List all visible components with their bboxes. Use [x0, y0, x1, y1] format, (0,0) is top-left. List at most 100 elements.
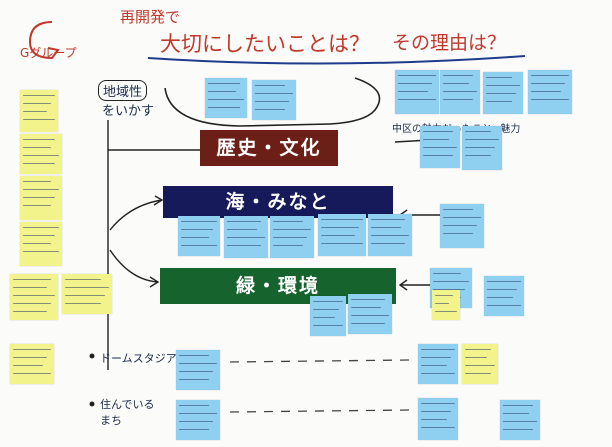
handwriting-stroke — [179, 371, 213, 373]
handwriting-stroke — [465, 131, 491, 133]
handwriting-stroke — [486, 93, 516, 95]
handwriting-stroke — [273, 221, 303, 223]
handwriting-stroke — [13, 279, 51, 281]
handwriting-stroke — [531, 99, 569, 101]
handwriting-stroke — [398, 91, 428, 93]
handwriting-stroke — [181, 221, 217, 223]
handwriting-stroke — [13, 373, 51, 375]
blue-sticky-note — [310, 296, 346, 336]
handwriting-stroke — [321, 243, 363, 245]
blue-sticky-note — [500, 400, 540, 440]
blue-sticky-note — [440, 70, 480, 114]
handwriting-stroke — [255, 109, 285, 111]
handwriting-stroke — [23, 155, 59, 157]
handwriting-stroke — [181, 229, 213, 231]
handwriting-stroke — [443, 75, 473, 77]
handwriting-stroke — [503, 421, 537, 423]
handwriting-stroke — [433, 289, 465, 291]
handwriting-stroke — [321, 235, 355, 237]
handwriting-stroke — [421, 419, 447, 421]
handwriting-stroke — [531, 75, 569, 77]
handwriting-stroke — [443, 91, 477, 93]
handwriting-stroke — [503, 429, 533, 431]
handwriting-stroke — [321, 227, 359, 229]
blue-sticky-note — [418, 344, 458, 384]
handwriting-stroke — [23, 147, 51, 149]
blue-sticky-note — [252, 80, 296, 120]
handwriting-stroke — [486, 101, 512, 103]
handwriting-stroke — [313, 317, 335, 319]
handwriting-stroke — [13, 357, 47, 359]
handwriting-stroke — [227, 245, 261, 247]
handwriting-stroke — [423, 139, 449, 141]
handwriting-stroke — [208, 107, 240, 109]
handwriting-stroke — [398, 83, 432, 85]
handwriting-stroke — [273, 229, 311, 231]
handwriting-stroke — [23, 235, 55, 237]
yellow-sticky-note — [20, 90, 58, 132]
handwriting-stroke — [255, 93, 293, 95]
question-reason: その理由は？ — [392, 32, 507, 54]
handwriting-stroke — [443, 83, 469, 85]
handwriting-stroke — [181, 237, 209, 239]
handwriting-stroke — [435, 295, 453, 297]
handwriting-stroke — [421, 365, 447, 367]
handwriting-stroke — [179, 405, 209, 407]
handwriting-stroke — [443, 233, 473, 235]
handwriting-stroke — [423, 147, 457, 149]
handwriting-stroke — [227, 229, 257, 231]
yellow-sticky-note — [10, 344, 54, 384]
handwriting-stroke — [433, 273, 461, 275]
handwriting-stroke — [351, 307, 381, 309]
handwriting-stroke — [351, 299, 385, 301]
handwriting-stroke — [23, 119, 55, 121]
handwriting-stroke — [179, 355, 209, 357]
blue-sticky-note — [318, 214, 366, 256]
handwriting-stroke — [313, 301, 343, 303]
left-label-line2: をいかす — [102, 104, 155, 119]
handwriting-stroke — [23, 205, 51, 207]
handwriting-stroke — [273, 245, 303, 247]
handwriting-stroke — [531, 91, 561, 93]
handwriting-stroke — [181, 245, 217, 247]
handwriting-stroke — [227, 221, 261, 223]
handwriting-stroke — [65, 295, 105, 297]
handwriting-stroke — [421, 357, 451, 359]
blue-sticky-note — [270, 216, 314, 258]
handwriting-stroke — [371, 243, 405, 245]
handwriting-stroke — [179, 379, 209, 381]
bottom-label-living-town: 住んでいるまち — [100, 398, 155, 427]
handwriting-stroke — [487, 289, 517, 291]
handwriting-stroke — [421, 373, 455, 375]
handwriting-stroke — [65, 279, 101, 281]
yellow-sticky-note — [20, 222, 62, 266]
handwriting-stroke — [435, 311, 457, 313]
blue-sticky-note — [176, 350, 220, 390]
blue-sticky-note — [176, 400, 220, 440]
handwriting-stroke — [208, 99, 244, 101]
handwriting-stroke — [23, 243, 51, 245]
theme-banner-history-culture: 歴史・文化 — [200, 130, 338, 166]
handwriting-stroke — [313, 325, 343, 327]
handwriting-stroke — [443, 225, 477, 227]
handwriting-stroke — [423, 131, 453, 133]
handwriting-stroke — [465, 373, 491, 375]
handwriting-stroke — [465, 349, 491, 351]
blue-sticky-note — [348, 294, 392, 334]
handwriting-stroke — [443, 99, 473, 101]
blue-sticky-note — [440, 204, 484, 248]
handwriting-stroke — [465, 365, 495, 367]
handwriting-stroke — [23, 227, 59, 229]
handwriting-stroke — [13, 349, 51, 351]
handwriting-stroke — [371, 235, 409, 237]
handwriting-stroke — [443, 209, 473, 211]
handwriting-stroke — [465, 139, 499, 141]
handwriting-stroke — [487, 281, 521, 283]
yellow-sticky-note — [20, 134, 62, 174]
handwriting-stroke — [487, 305, 521, 307]
handwriting-stroke — [65, 287, 109, 289]
handwriting-stroke — [13, 295, 55, 297]
blue-sticky-note — [420, 126, 460, 168]
yellow-sticky-note — [462, 344, 498, 384]
